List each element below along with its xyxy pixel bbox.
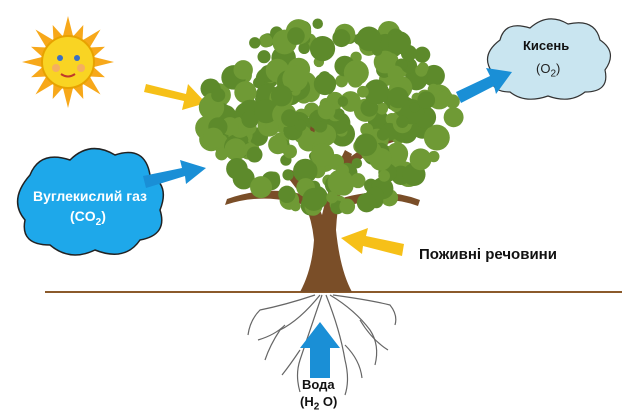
leaf-cluster (356, 192, 377, 213)
co2-cloud (16, 147, 165, 256)
sun-ray (62, 16, 74, 37)
leaf-cluster (203, 127, 224, 149)
co2-formula: (CO2) (70, 208, 106, 228)
leaf-cluster (376, 102, 389, 115)
co2-formula-suffix: ) (101, 208, 106, 224)
leaf-cluster (335, 74, 348, 88)
water-label: Вода (302, 377, 335, 392)
sun-ray (93, 56, 114, 68)
water-arrow-icon (300, 322, 340, 378)
leaf-cluster (259, 34, 273, 48)
sunlight-arrow-icon (144, 84, 206, 110)
leaf-cluster (354, 133, 378, 157)
sun-ray (62, 87, 74, 108)
leaf-cluster (409, 148, 432, 171)
leaf-cluster (270, 85, 293, 107)
leaf-cluster (417, 91, 436, 109)
leaf-cluster (357, 85, 369, 98)
co2-formula-sub: 2 (95, 216, 102, 228)
leaf-cluster (224, 138, 247, 161)
leaf-cluster (326, 191, 338, 204)
leaf-cluster (241, 110, 259, 129)
leaf-cluster (278, 185, 296, 204)
o2-formula-prefix: (O (536, 61, 551, 76)
roots (247, 294, 397, 396)
leaf-cluster (287, 27, 305, 45)
sun-ray (22, 56, 43, 68)
o2-label: Кисень (523, 38, 570, 53)
leaf-cluster (233, 60, 253, 80)
leaf-cluster (414, 46, 431, 63)
water-formula: (H2 O) (300, 394, 337, 413)
leaf-cluster (387, 65, 404, 82)
leaf-cluster (388, 31, 411, 55)
leaf-cluster (360, 123, 374, 136)
leaf-cluster (226, 157, 248, 180)
leaf-cluster (310, 143, 335, 167)
leaf-cluster (215, 147, 228, 161)
o2-formula: (O2) (536, 61, 560, 80)
leaf-cluster (378, 170, 390, 182)
tree-foliage (195, 18, 464, 216)
leaf-cluster (298, 42, 310, 55)
o2-formula-suffix: ) (556, 61, 561, 76)
leaf-cluster (302, 187, 326, 211)
leaf-cluster (257, 50, 271, 64)
leaf-cluster (350, 51, 362, 64)
leaf-cluster (443, 107, 464, 128)
co2-formula-prefix: (CO (70, 208, 96, 224)
leaf-cluster (356, 26, 382, 52)
leaf-cluster (254, 99, 279, 124)
leaf-cluster (339, 198, 356, 215)
leaf-cluster (445, 94, 460, 109)
leaf-cluster (265, 119, 279, 134)
leaf-cluster (327, 169, 354, 196)
leaf-cluster (317, 101, 336, 120)
leaf-cluster (249, 37, 261, 49)
leaf-cluster (409, 102, 420, 113)
leaf-cluster (282, 65, 309, 92)
leaf-cluster (312, 18, 323, 30)
leaf-cluster (396, 115, 409, 128)
leaf-cluster (337, 96, 349, 107)
leaf-cluster (332, 29, 351, 48)
leaf-cluster (387, 87, 409, 109)
leaf-cluster (423, 124, 450, 151)
leaf-cluster (343, 60, 369, 86)
nutrients-arrow-icon (341, 228, 404, 256)
leaf-cluster (282, 169, 294, 181)
o2-formula-sub: 2 (550, 68, 557, 80)
leaf-cluster (351, 158, 363, 169)
leaf-cluster (246, 146, 263, 163)
leaf-cluster (309, 35, 336, 62)
o2-cloud (486, 18, 611, 100)
leaf-cluster (281, 109, 299, 127)
leaf-cluster (313, 72, 337, 96)
nutrients-label: Поживні речовини (419, 246, 557, 263)
leaf-cluster (369, 148, 393, 171)
leaf-cluster (422, 64, 445, 87)
leaf-cluster (268, 134, 288, 155)
leaf-cluster (350, 173, 366, 189)
leaf-cluster (415, 64, 428, 77)
leaf-cluster (250, 176, 273, 199)
leaf-cluster (211, 88, 226, 103)
leaf-cluster (290, 201, 301, 212)
leaf-cluster (333, 108, 345, 120)
o2-arrow-icon (456, 68, 512, 103)
co2-label: Вуглекислий газ (33, 188, 148, 204)
leaf-cluster (363, 79, 389, 105)
leaf-cluster (293, 158, 318, 184)
water-formula-prefix: (H (300, 394, 314, 409)
leaf-cluster (294, 119, 307, 132)
co2-arrow-icon (143, 160, 206, 188)
water-formula-suffix: O) (319, 394, 338, 409)
leaf-cluster (376, 128, 390, 141)
water-formula-sub: 2 (313, 401, 320, 413)
sun-icon (22, 16, 114, 108)
leaf-cluster (340, 91, 361, 112)
leaf-cluster (234, 81, 257, 104)
